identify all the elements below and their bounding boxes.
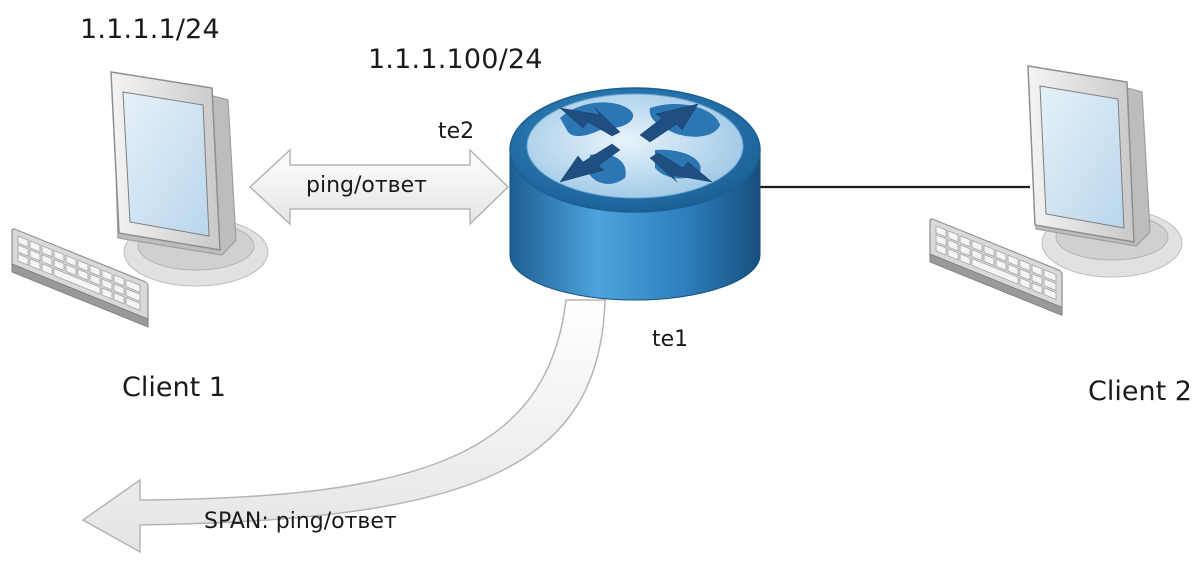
span-arrow-label: SPAN: ping/ответ [204, 509, 397, 534]
client1-label: Client 1 [122, 372, 226, 403]
span-arrow [81, 299, 606, 554]
span-arrow-shape [81, 299, 606, 554]
ping-double-arrow [248, 148, 510, 226]
client1-ip-label: 1.1.1.1/24 [80, 14, 220, 45]
port-te1-label: te1 [652, 327, 689, 352]
port-te2-label: te2 [438, 119, 475, 144]
client2-label: Client 2 [1088, 376, 1192, 407]
router-ip-label: 1.1.1.100/24 [368, 44, 543, 75]
router-icon [509, 87, 761, 301]
ping-arrow-label: ping/ответ [306, 173, 427, 198]
client2-computer [929, 65, 1183, 317]
client1-computer [11, 71, 269, 328]
